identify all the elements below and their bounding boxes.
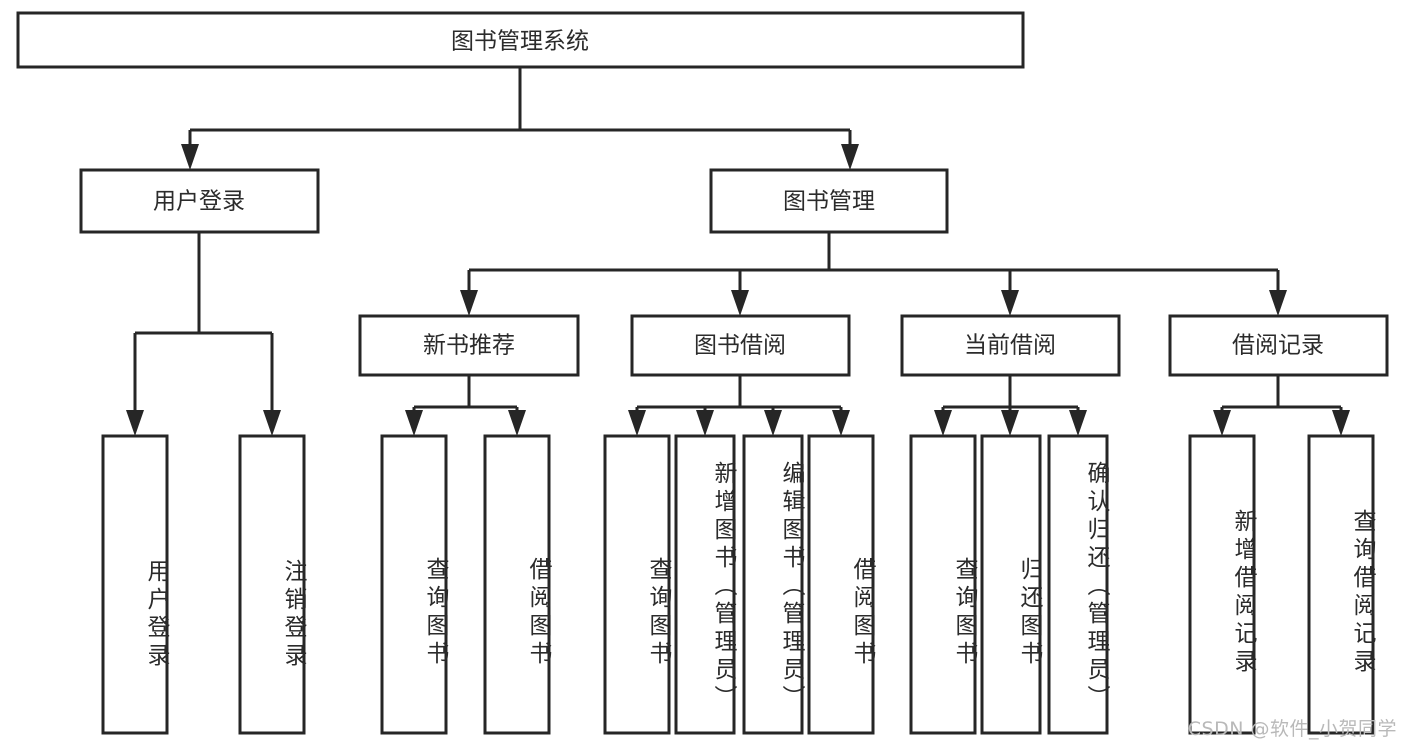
connector-borrow-to-leaves	[628, 375, 850, 436]
connector-bookmanage-to-level3	[460, 232, 1287, 316]
connector-root-to-level2	[181, 67, 859, 170]
leaf-rect-borrow-book-1[interactable]	[483, 434, 551, 735]
leaf-rect-return-book[interactable]	[980, 434, 1042, 735]
connector-current-to-leaves	[934, 375, 1087, 436]
leaf-rect-confirm-return[interactable]	[1047, 434, 1109, 735]
node-user-login[interactable]: 用户登录	[79, 168, 320, 234]
connector-recommend-to-leaves	[405, 375, 526, 436]
node-borrow-record[interactable]: 借阅记录	[1168, 314, 1389, 377]
leaf-rect-add-record[interactable]	[1188, 434, 1256, 735]
node-new-book-recommend-label: 新书推荐	[423, 333, 515, 359]
node-book-borrow-label: 图书借阅	[694, 333, 786, 359]
node-borrow-record-label: 借阅记录	[1232, 333, 1324, 359]
node-book-borrow[interactable]: 图书借阅	[630, 314, 851, 377]
node-book-manage-label: 图书管理	[783, 189, 875, 215]
node-new-book-recommend[interactable]: 新书推荐	[358, 314, 580, 377]
csdn-watermark: CSDN @软件_小贺同学	[1187, 718, 1397, 740]
connector-userlogin-to-leaves	[126, 232, 281, 436]
leaf-rect-add-book[interactable]	[674, 434, 736, 735]
leaf-rect-user-login[interactable]	[101, 434, 169, 735]
leaf-rect-query-record[interactable]	[1307, 434, 1375, 735]
node-root-label: 图书管理系统	[451, 29, 589, 55]
node-root[interactable]: 图书管理系统	[16, 11, 1025, 69]
node-user-login-label: 用户登录	[153, 189, 245, 215]
leaf-rect-borrow-book-2[interactable]	[807, 434, 875, 735]
leaf-rect-query-book-1[interactable]	[380, 434, 448, 735]
leaf-rect-query-book-2[interactable]	[603, 434, 671, 735]
node-book-manage[interactable]: 图书管理	[709, 168, 949, 234]
node-current-borrow-label: 当前借阅	[964, 333, 1056, 359]
node-current-borrow[interactable]: 当前借阅	[900, 314, 1121, 377]
connector-record-to-leaves	[1213, 375, 1350, 436]
leaf-rect-logout-login[interactable]	[238, 434, 306, 735]
leaf-rect-edit-book[interactable]	[742, 434, 804, 735]
leaf-rect-query-book-3[interactable]	[909, 434, 977, 735]
